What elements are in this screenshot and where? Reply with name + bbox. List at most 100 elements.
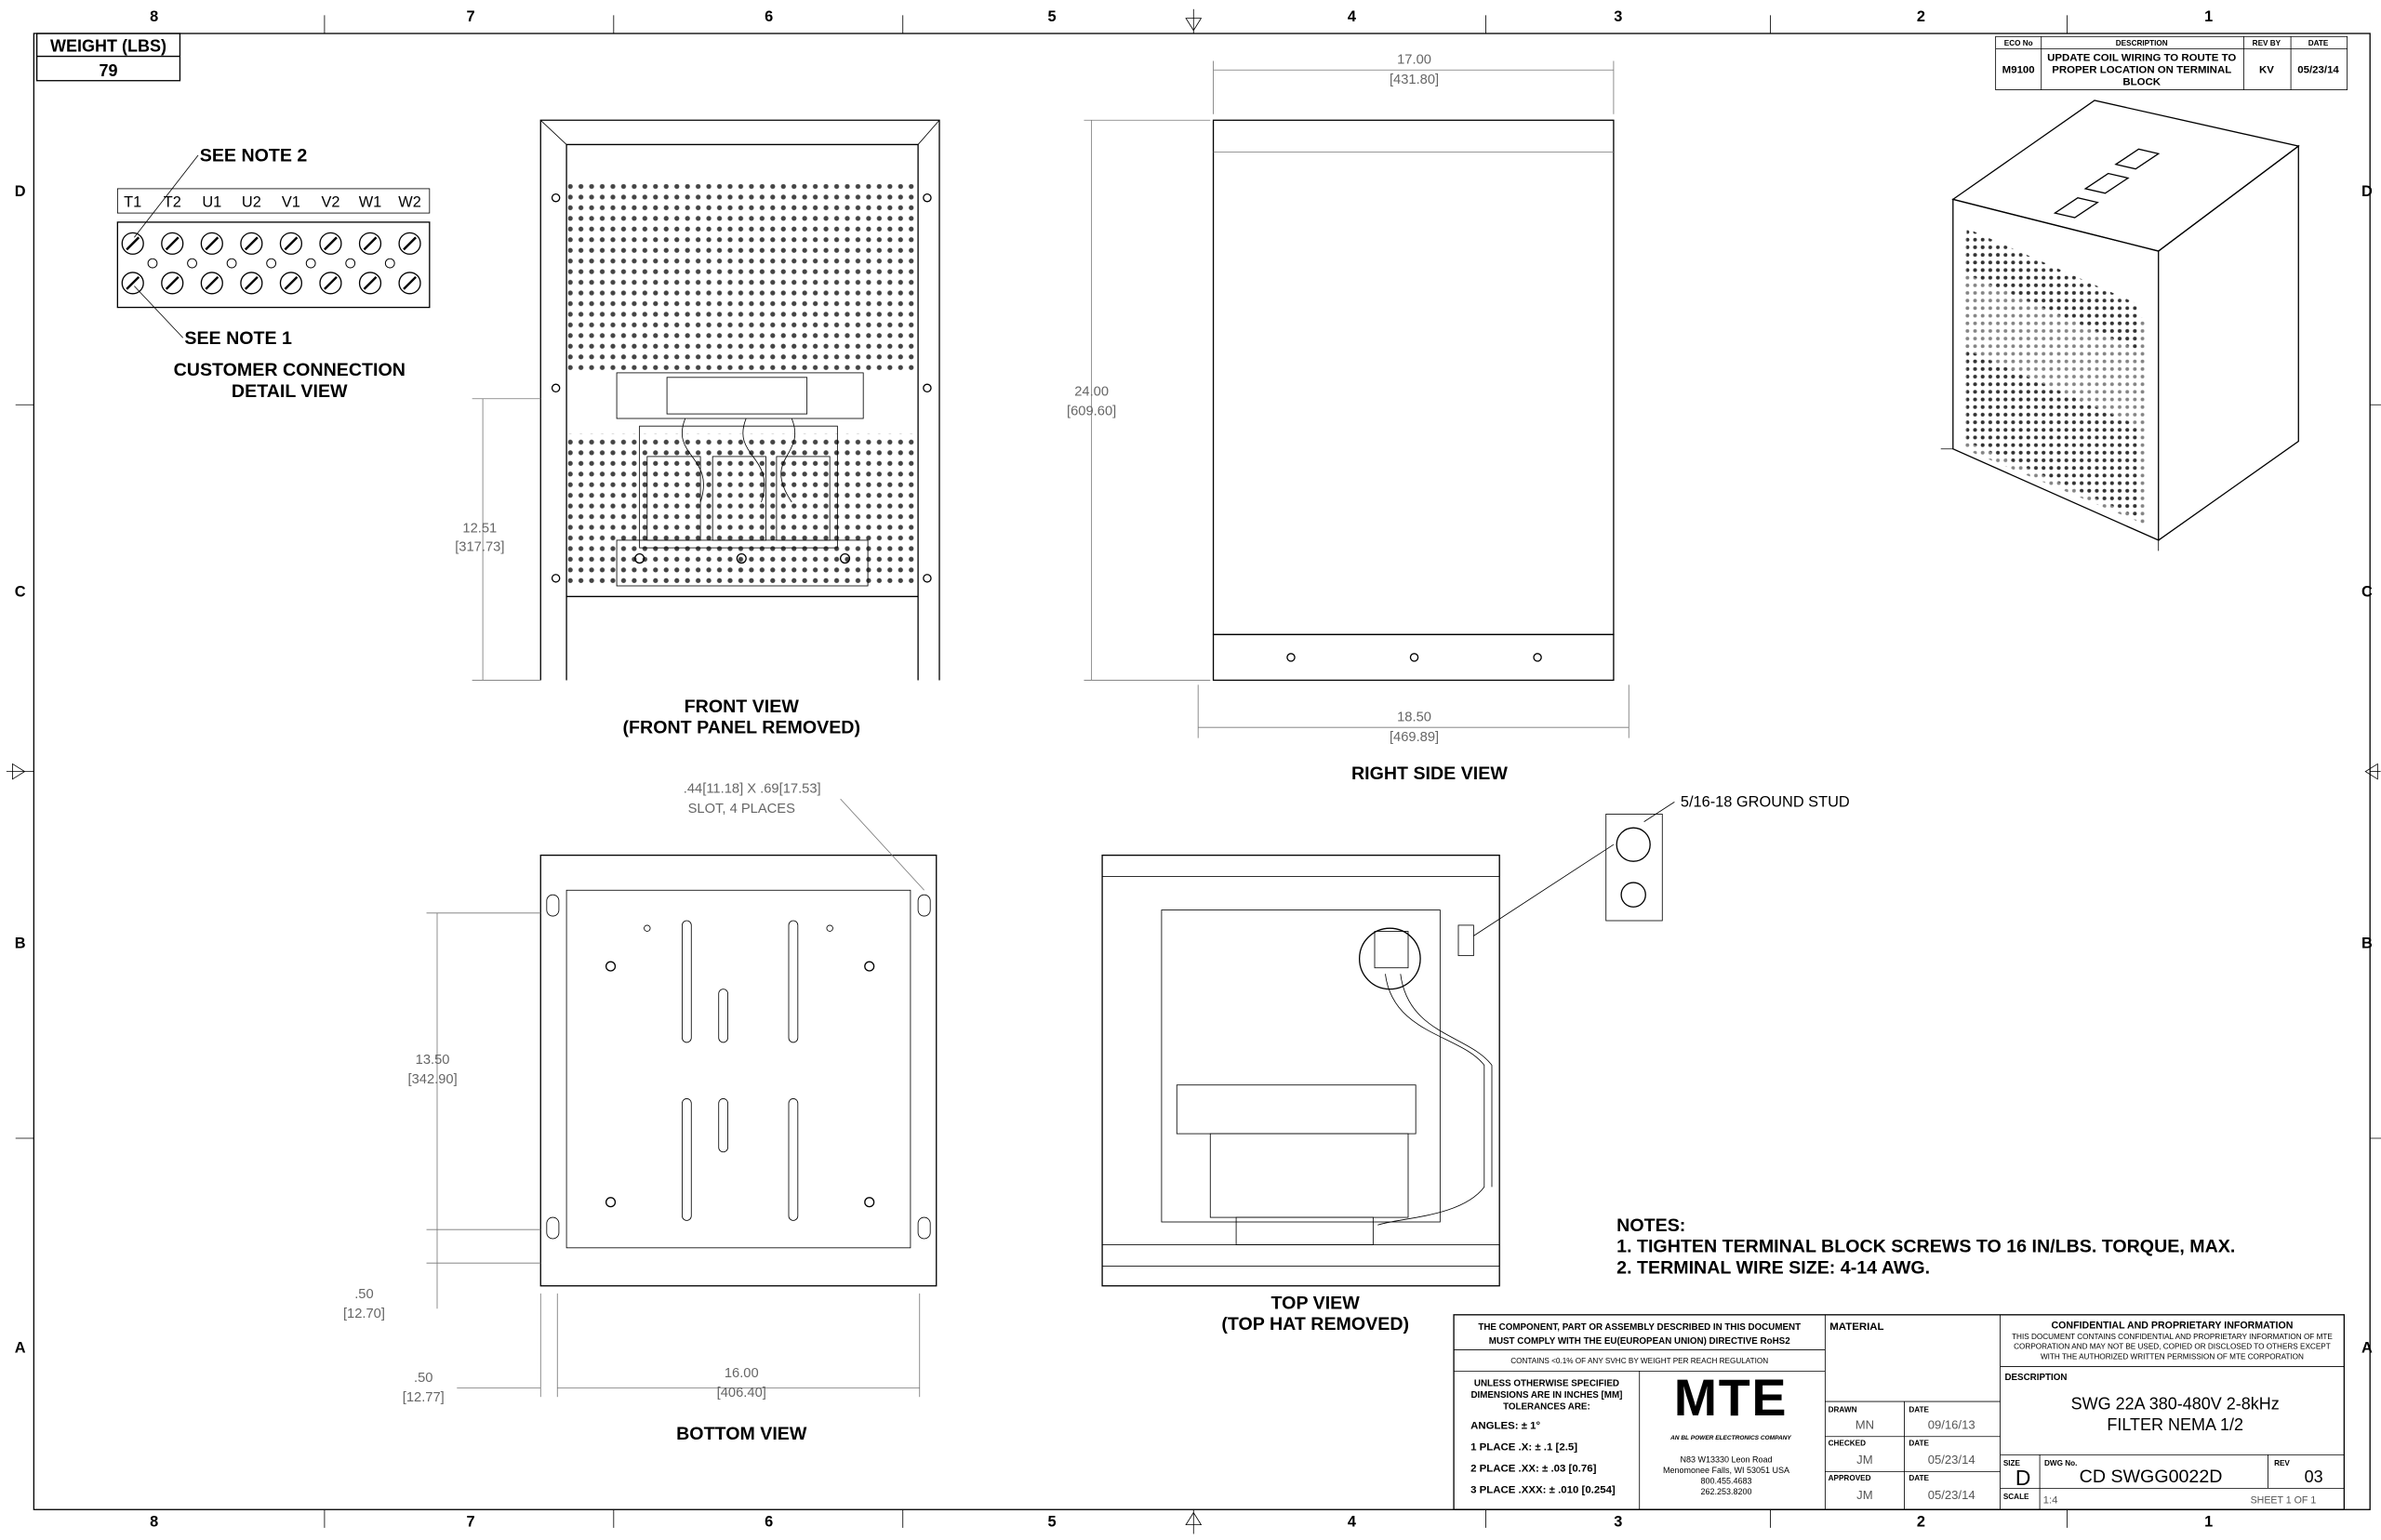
address-line: 800.455.4683 [1700,1476,1751,1485]
dim-small-v-mm: [12.70] [343,1307,385,1321]
size-value: D [2015,1466,2031,1490]
notes-title: NOTES: [1616,1215,1685,1236]
dwg-label: DWG No. [2044,1459,2077,1467]
zone-label: A [15,1340,26,1357]
dim-small-h-in: .50 [414,1371,432,1386]
drawn-label: DRAWN [1829,1406,1857,1414]
rev-by: KV [2259,65,2274,76]
zone-label: 7 [466,1513,474,1530]
rev-eco: M9100 [2002,65,2035,76]
drawn-by: MN [1856,1418,1874,1432]
mte-logo: MTE [1674,1369,1788,1427]
zone-label: 3 [1614,1513,1622,1530]
weight-label: WEIGHT (LBS) [50,37,166,56]
dim-height-in: 24.00 [1074,384,1109,399]
terminal-hole [384,258,395,269]
dim-width-in: 16.00 [725,1366,759,1381]
dim-small-h-mm: [12.77] [403,1390,445,1405]
right-side-view: 17.00 [431.80] 24.00 [609.60] 18.50 [469… [1067,53,1629,784]
dim-height-in: 12.51 [462,522,497,537]
tolerance-item: 1 PLACE .X: ± .1 [2.5] [1470,1441,1577,1453]
tolerance-item: ANGLES: ± 1° [1470,1421,1540,1432]
dim-top-in: 17.00 [1397,53,1431,68]
note-item: 1. TIGHTEN TERMINAL BLOCK SCREWS TO 16 I… [1616,1237,2235,1257]
screw-slot [244,275,259,290]
scale-label: SCALE [2003,1493,2029,1501]
terminal-label: V2 [321,194,339,211]
zone-label: C [15,583,26,600]
screw-slot [126,275,140,290]
bottom-view: 13.50 [342.90] .50 [12.70] .50 [12.77] 1… [343,782,938,1444]
tolerance-head: TOLERANCES ARE: [1503,1401,1590,1412]
dim-top-mm: [431.80] [1390,73,1439,87]
terminal-label: W1 [359,194,382,211]
zone-label: 2 [1917,1513,1925,1530]
zone-label: B [15,935,26,951]
terminal-hole [147,258,158,269]
dim-height-mm: [609.60] [1067,405,1116,419]
see-note-2: SEE NOTE 2 [200,145,308,166]
note-item: 2. TERMINAL WIRE SIZE: 4-14 AWG. [1616,1258,1930,1279]
screw-slot [126,236,140,251]
description-line: SWG 22A 380-480V 2-8kHz [2071,1394,2280,1413]
screw-slot [403,236,417,251]
approved-by: JM [1856,1488,1872,1502]
bottom-view-title: BOTTOM VIEW [676,1424,807,1444]
weight-box: WEIGHT (LBS) 79 [35,33,181,82]
rev-header: DATE [2308,39,2329,47]
dim-width-mm: [406.40] [717,1386,766,1401]
rev-description: BLOCK [2122,77,2161,88]
zone-label: 2 [1917,8,1925,25]
date-label: DATE [1909,1474,1929,1482]
zone-label: 7 [466,8,474,25]
description-label: DESCRIPTION [2004,1373,2067,1383]
sheet-border: 8 7 6 5 4 3 2 1 8 7 6 5 4 3 2 1 D C B A … [6,8,2381,1534]
connection-title: DETAIL VIEW [232,381,348,402]
terminal-hole [266,258,277,269]
rev-label: REV [2274,1459,2290,1467]
notes: NOTES: 1. TIGHTEN TERMINAL BLOCK SCREWS … [1616,1215,2235,1279]
front-view: 12.51 [317.73] FRONT VIEW (FRONT PANEL R… [455,119,940,738]
rohs-text: THE COMPONENT, PART OR ASSEMBLY DESCRIBE… [1478,1322,1801,1333]
see-note-1: SEE NOTE 1 [184,328,292,349]
rev-description: UPDATE COIL WIRING TO ROUTE TO [2047,52,2236,63]
zone-label: 8 [150,8,158,25]
screw-slot [363,275,378,290]
zone-label: D [2361,183,2373,200]
zone-label: C [2361,583,2373,600]
customer-connection-detail: T1 T2 U1 U2 V1 V2 W1 W2 SEE NOTE 2 SEE N… [116,145,431,402]
connection-title: CUSTOMER CONNECTION [174,360,406,380]
weight-value: 79 [100,61,118,80]
terminal-label: W2 [398,194,421,211]
screw-slot [324,236,338,251]
screw-slot [165,236,180,251]
screw-slot [244,236,259,251]
dim-small-v-in: .50 [354,1287,373,1302]
sheet-number: SHEET 1 OF 1 [2251,1495,2317,1507]
terminal-label: U2 [242,194,261,211]
size-label: SIZE [2003,1459,2021,1467]
dim-bottom-in: 18.50 [1397,710,1431,725]
revision-block: ECO No DESCRIPTION REV BY DATE M9100 UPD… [1995,35,2348,90]
screw-slot [205,275,219,290]
description-line: FILTER NEMA 1/2 [2107,1415,2243,1434]
terminal-hole [226,258,237,269]
logo-subtitle: AN BL POWER ELECTRONICS COMPANY [1669,1435,1791,1441]
screw-slot [165,275,180,290]
terminal-label: V1 [282,194,300,211]
rev-header: REV BY [2253,39,2281,47]
rev-header: ECO No [2004,39,2033,47]
zone-label: B [2361,935,2373,951]
tolerance-item: 3 PLACE .XXX: ± .010 [0.254] [1470,1484,1616,1495]
zone-label: 4 [1348,1513,1357,1530]
scale-value: 1:4 [2043,1495,2059,1507]
approved-date: 05/23/14 [1928,1488,1975,1502]
drawn-date: 09/16/13 [1928,1418,1975,1432]
date-label: DATE [1909,1406,1929,1414]
zone-label: 6 [765,8,773,25]
screw-slot [403,275,417,290]
zone-label: D [15,183,26,200]
slot-dimension: .44[11.18] X .69[17.53] [684,782,821,797]
confidential-title: CONFIDENTIAL AND PROPRIETARY INFORMATION [2051,1321,2293,1332]
zone-label: 8 [150,1513,158,1530]
